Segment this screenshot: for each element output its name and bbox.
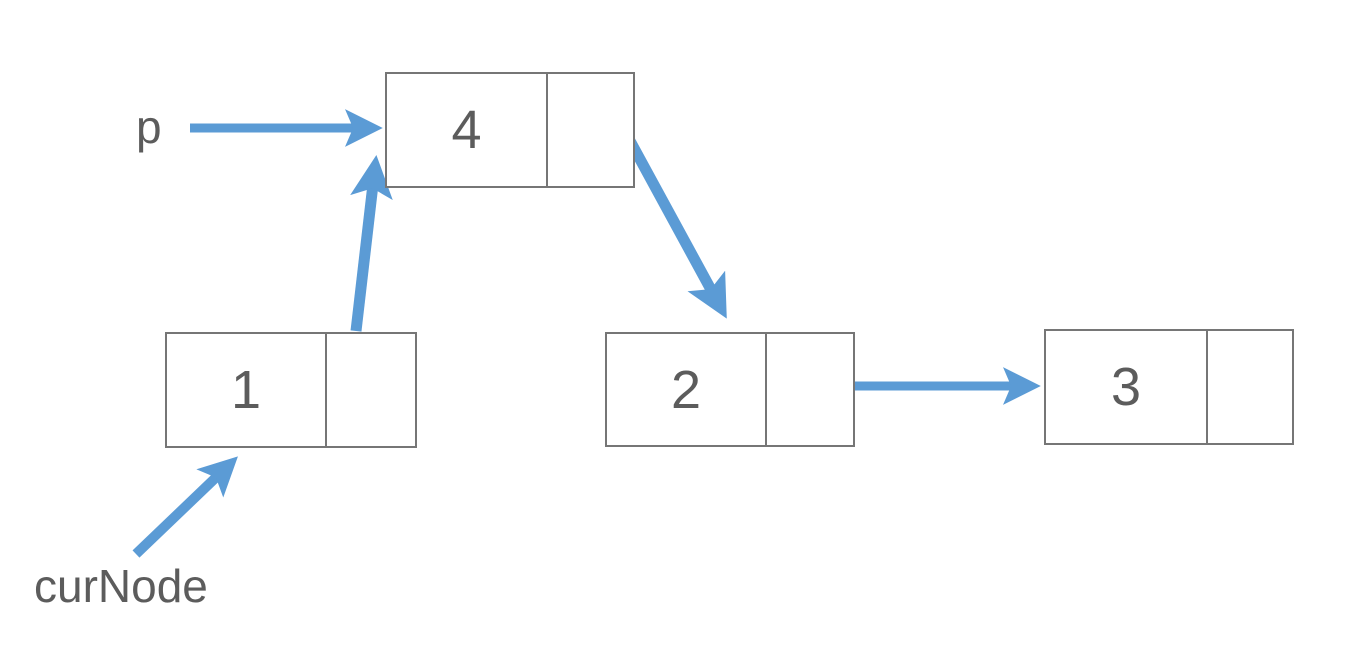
pointer-label-curnode: curNode [34, 560, 208, 612]
pointer-label-p: p [136, 101, 162, 153]
node-data-cell: 3 [1044, 329, 1208, 445]
list-node-4[interactable]: 4 [385, 72, 635, 188]
arrow-curnode-to-node1 [132, 456, 238, 558]
node-data-cell: 4 [385, 72, 548, 188]
node-value: 1 [230, 360, 262, 420]
node-next-cell [1208, 329, 1294, 445]
list-node-3[interactable]: 3 [1044, 329, 1294, 445]
node-value: 4 [451, 100, 482, 160]
node-next-cell [548, 72, 635, 188]
node-value: 3 [1110, 357, 1142, 417]
arrow-node4-to-node2 [624, 136, 727, 319]
node-data-cell: 2 [605, 332, 767, 447]
arrow-node1-to-node4 [350, 154, 393, 332]
node-next-cell [327, 332, 417, 448]
node-next-cell [767, 332, 855, 447]
node-data-cell: 1 [165, 332, 327, 448]
node-value: 2 [670, 359, 702, 420]
list-node-2[interactable]: 2 [605, 332, 855, 447]
list-node-1[interactable]: 1 [165, 332, 417, 448]
